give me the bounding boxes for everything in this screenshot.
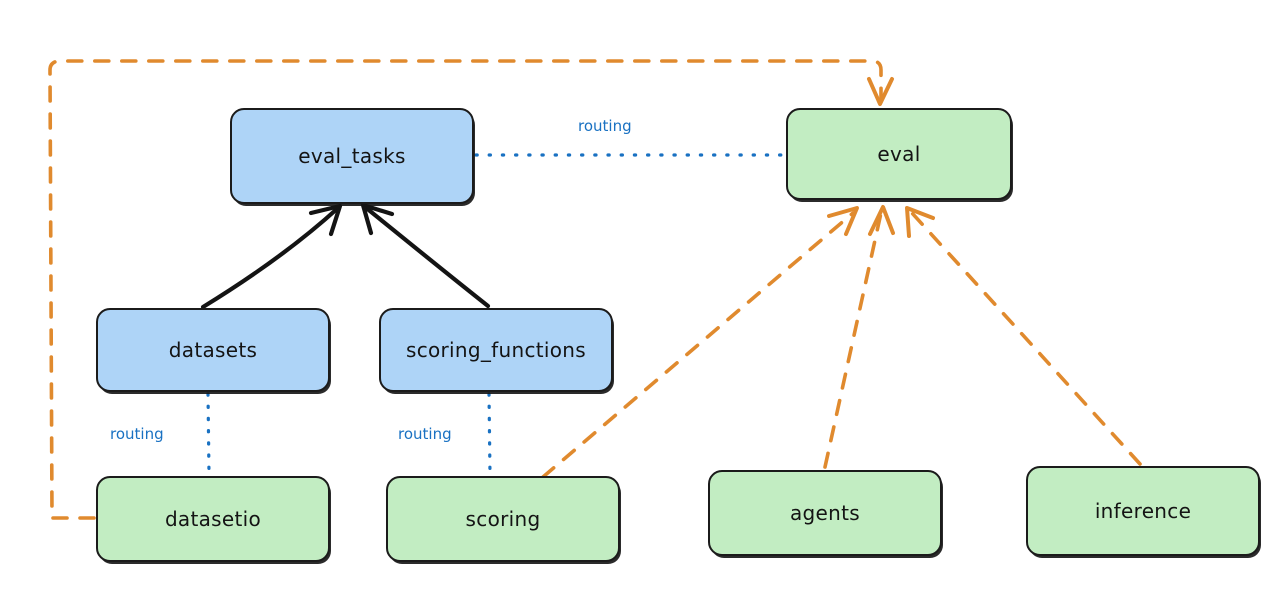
edge-scoring_functions-eval_tasks [360, 202, 491, 309]
node-eval[interactable]: eval [786, 108, 1012, 200]
edge-datasets-datasetio [206, 392, 211, 476]
node-label-datasets: datasets [168, 338, 258, 362]
edge-inference-eval [905, 206, 1142, 466]
node-scoring[interactable]: scoring [386, 476, 620, 562]
node-eval-tasks[interactable]: eval_tasks [230, 108, 474, 204]
edge-label-routing-eval: routing [578, 117, 632, 135]
node-scoring-functions[interactable]: scoring_functions [379, 308, 613, 392]
edge-datasets-eval_tasks [200, 203, 343, 310]
node-inference[interactable]: inference [1026, 466, 1260, 556]
node-label-scoring: scoring [465, 507, 541, 531]
node-label-scoring-functions: scoring_functions [405, 338, 587, 362]
node-datasets[interactable]: datasets [96, 308, 330, 392]
node-label-agents: agents [790, 501, 860, 525]
node-agents[interactable]: agents [708, 470, 942, 556]
edge-scoring_functions-scoring [487, 392, 492, 476]
node-label-eval-tasks: eval_tasks [298, 144, 406, 168]
node-label-inference: inference [1094, 499, 1192, 523]
edge-label-routing-datasets: routing [110, 425, 164, 443]
edge-label-routing-scoring: routing [398, 425, 452, 443]
node-datasetio[interactable]: datasetio [96, 476, 330, 562]
edge-agents-eval [823, 205, 895, 469]
node-label-eval: eval [877, 142, 921, 166]
node-label-datasetio: datasetio [164, 507, 262, 531]
